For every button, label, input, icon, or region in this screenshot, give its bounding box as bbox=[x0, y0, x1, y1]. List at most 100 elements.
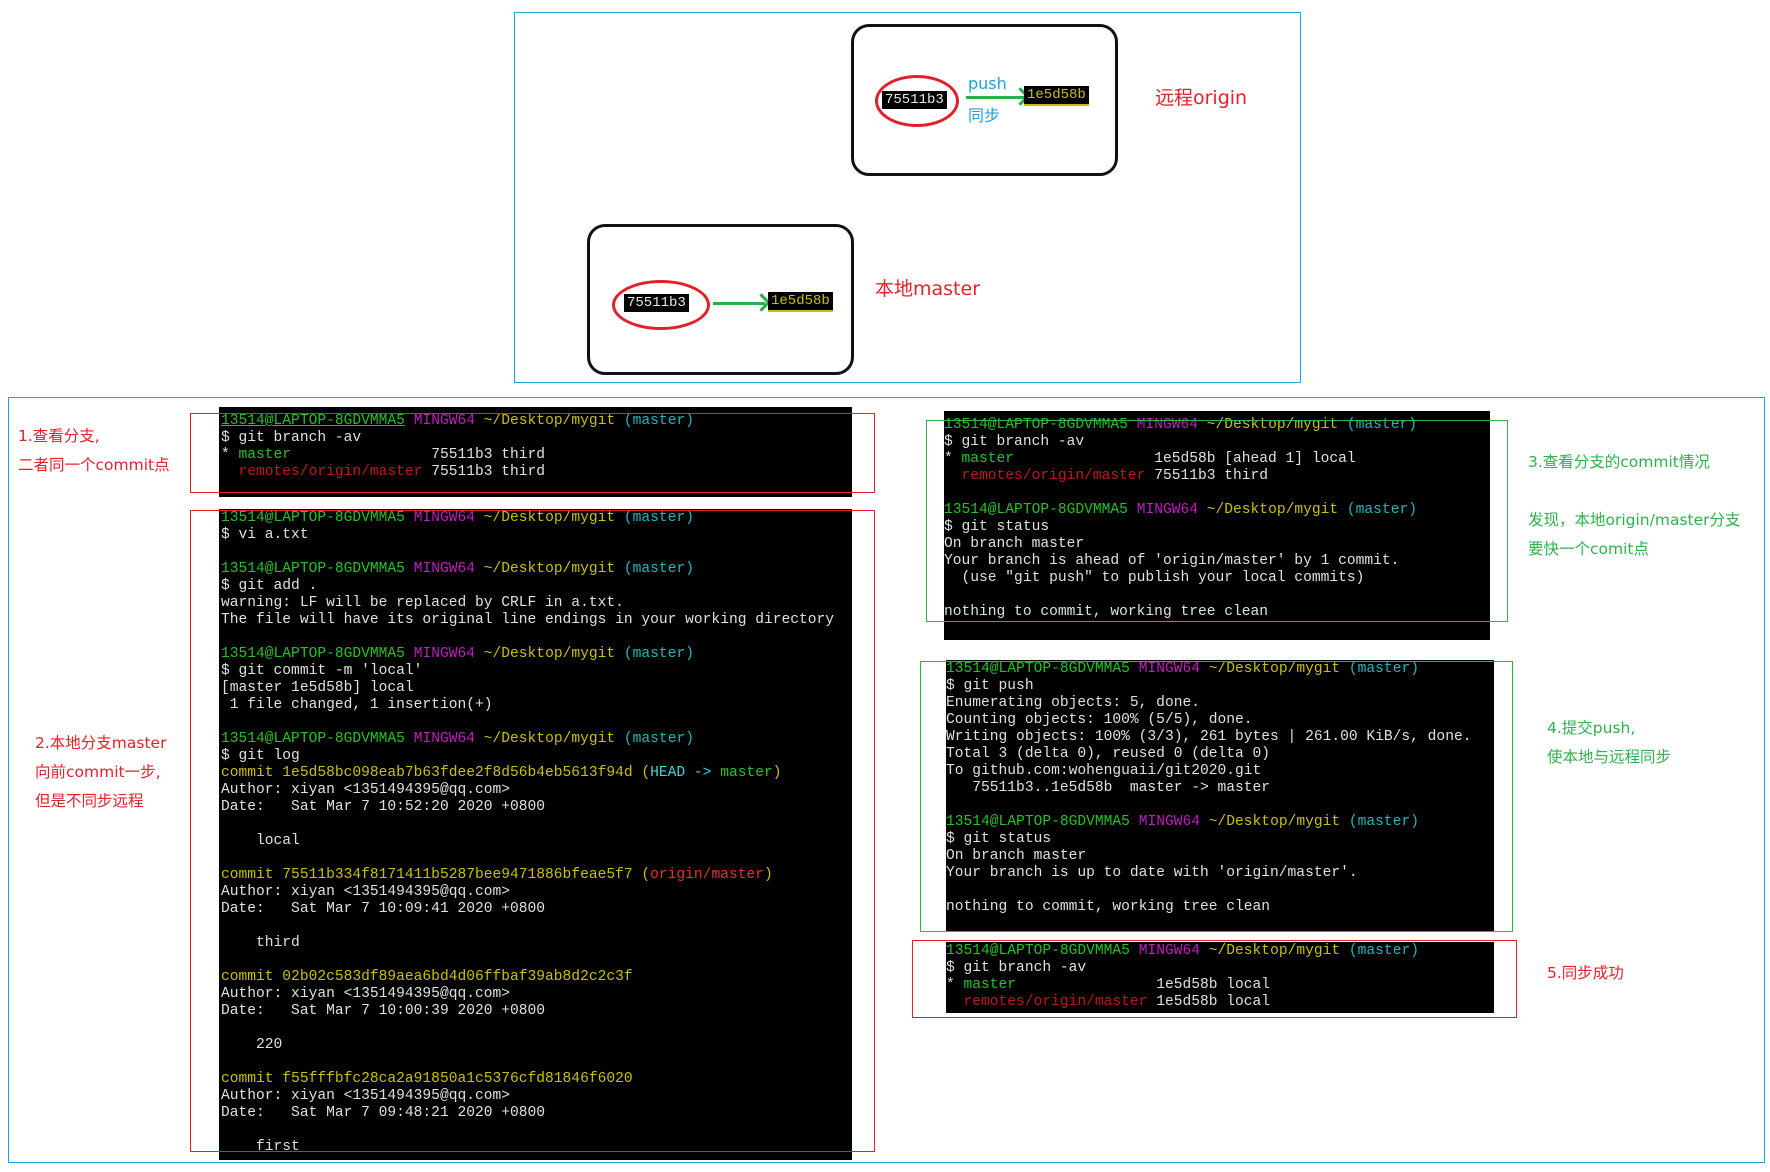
step3-note-line: 3.查看分支的commit情况 bbox=[1528, 453, 1710, 471]
branch-name: master bbox=[963, 977, 1017, 993]
prompt-line: 13514@LAPTOP-8GDVMMA5 MINGW64 ~/Desktop/… bbox=[944, 502, 1490, 519]
log-author-line: Author: xiyan <1351494395@qq.com> bbox=[221, 782, 511, 798]
branch-info: 1e5d58b [ahead 1] local bbox=[1154, 451, 1356, 467]
command-line: $ git commit -m 'local' bbox=[221, 663, 423, 679]
log-commit-line: commit 75511b334f8171411b5287bee9471886b… bbox=[221, 867, 850, 884]
ref-open: ( bbox=[632, 765, 651, 781]
prompt-user: 13514@LAPTOP-8GDVMMA5 bbox=[946, 661, 1130, 677]
log-commit-line: commit 02b02c583df89aea6bd4d06ffbaf39ab8… bbox=[221, 969, 633, 985]
ref-close: ) bbox=[772, 765, 782, 781]
output-line: 1 file changed, 1 insertion(+) bbox=[221, 697, 493, 713]
output-line: The file will have its original line end… bbox=[221, 612, 835, 628]
branch-pad bbox=[1147, 994, 1156, 1010]
prompt-branch: (master) bbox=[1348, 943, 1419, 959]
branch-row: remotes/origin/master 1e5d58b local bbox=[946, 994, 1494, 1011]
step3-note: 3.查看分支的commit情况 发现，本地origin/master分支 要快一… bbox=[1528, 448, 1741, 564]
prompt-path: ~/Desktop/mygit bbox=[483, 731, 616, 747]
blank-line bbox=[944, 485, 1490, 502]
prompt-line: 13514@LAPTOP-8GDVMMA5 MINGW64 ~/Desktop/… bbox=[944, 417, 1490, 434]
output-line: Writing objects: 100% (3/3), 261 bytes |… bbox=[946, 729, 1472, 745]
prompt-branch: (master) bbox=[623, 561, 694, 577]
blank-line bbox=[221, 1054, 850, 1071]
push-label: push bbox=[968, 74, 1007, 93]
prompt-system: MINGW64 bbox=[413, 731, 475, 747]
prompt-path: ~/Desktop/mygit bbox=[483, 413, 616, 429]
branch-star: * bbox=[944, 451, 962, 467]
prompt-branch: (master) bbox=[1346, 417, 1417, 433]
branch-info: 75511b3 third bbox=[1154, 468, 1269, 484]
remote-new-commit-hash: 1e5d58b bbox=[1024, 86, 1089, 106]
prompt-path: ~/Desktop/mygit bbox=[1208, 943, 1341, 959]
prompt-branch: (master) bbox=[623, 510, 694, 526]
local-old-commit-highlight bbox=[612, 280, 710, 330]
ref-name: origin/master bbox=[650, 867, 764, 883]
command-line: $ git log bbox=[221, 748, 300, 764]
ref-name: master bbox=[720, 765, 773, 781]
step5-note: 5.同步成功 bbox=[1547, 959, 1624, 988]
remote-old-commit-highlight bbox=[875, 75, 959, 127]
remote-old-commit-hash: 75511b3 bbox=[882, 91, 947, 109]
sync-label: 同步 bbox=[968, 106, 1001, 125]
branch-pad bbox=[422, 464, 431, 480]
step2-note: 2.本地分支master 向前commit一步, 但是不同步远程 bbox=[35, 729, 166, 816]
prompt-system: MINGW64 bbox=[413, 510, 475, 526]
log-date-line: Date: Sat Mar 7 10:52:20 2020 +0800 bbox=[221, 799, 546, 815]
command-line: $ git branch -av bbox=[944, 434, 1085, 450]
step4-note-line: 使本地与远程同步 bbox=[1547, 748, 1672, 766]
log-date-line: Date: Sat Mar 7 10:09:41 2020 +0800 bbox=[221, 901, 546, 917]
command-line: $ git add . bbox=[221, 578, 318, 594]
prompt-path: ~/Desktop/mygit bbox=[1208, 661, 1341, 677]
branch-pad bbox=[1145, 468, 1154, 484]
blank-line bbox=[221, 918, 850, 935]
steps-frame bbox=[8, 397, 1765, 1163]
local-commit-arrow bbox=[713, 302, 765, 305]
branch-info: 75511b3 third bbox=[431, 447, 546, 463]
branch-info: 75511b3 third bbox=[431, 464, 546, 480]
branch-name: master bbox=[961, 451, 1015, 467]
output-line: On branch master bbox=[946, 848, 1087, 864]
prompt-system: MINGW64 bbox=[413, 413, 475, 429]
log-message-line: first bbox=[221, 1139, 300, 1155]
branch-star: * bbox=[946, 977, 964, 993]
prompt-system: MINGW64 bbox=[1136, 417, 1198, 433]
blank-line bbox=[221, 952, 850, 969]
command-line: $ vi a.txt bbox=[221, 527, 309, 543]
remote-push-arrow bbox=[966, 96, 1024, 99]
log-date-line: Date: Sat Mar 7 10:00:39 2020 +0800 bbox=[221, 1003, 546, 1019]
command-line: $ git status bbox=[946, 831, 1052, 847]
output-line: nothing to commit, working tree clean bbox=[946, 899, 1271, 915]
branch-row: * master 1e5d58b [ahead 1] local bbox=[944, 451, 1490, 468]
step2-note-line: 向前commit一步, bbox=[35, 763, 161, 781]
output-line: Your branch is up to date with 'origin/m… bbox=[946, 865, 1358, 881]
branch-row: * master 75511b3 third bbox=[221, 447, 850, 464]
output-line: To github.com:wohenguaii/git2020.git bbox=[946, 763, 1262, 779]
prompt-line: 13514@LAPTOP-8GDVMMA5 MINGW64 ~/Desktop/… bbox=[221, 731, 850, 748]
command-line: $ git status bbox=[944, 519, 1050, 535]
prompt-user: 13514@LAPTOP-8GDVMMA5 bbox=[221, 561, 405, 577]
output-line: warning: LF will be replaced by CRLF in … bbox=[221, 595, 624, 611]
step1-note: 1.查看分支, 二者同一个commit点 bbox=[18, 422, 170, 480]
command-line: $ git branch -av bbox=[221, 430, 362, 446]
branch-star bbox=[221, 464, 239, 480]
step1-note-line: 1.查看分支, bbox=[18, 427, 100, 445]
terminal-step5: 13514@LAPTOP-8GDVMMA5 MINGW64 ~/Desktop/… bbox=[946, 942, 1494, 1013]
blank-line bbox=[221, 714, 850, 731]
prompt-path: ~/Desktop/mygit bbox=[1206, 502, 1339, 518]
output-line: Enumerating objects: 5, done. bbox=[946, 695, 1200, 711]
commit-hash: commit 1e5d58bc098eab7b63fdee2f8d56b4eb5… bbox=[221, 765, 633, 781]
branch-pad bbox=[1014, 451, 1154, 467]
prompt-path: ~/Desktop/mygit bbox=[483, 510, 616, 526]
log-message-line: third bbox=[221, 935, 300, 951]
branch-name: remotes/origin/master bbox=[961, 468, 1146, 484]
remote-origin-label: 远程origin bbox=[1155, 87, 1248, 109]
terminal-step4: 13514@LAPTOP-8GDVMMA5 MINGW64 ~/Desktop/… bbox=[946, 660, 1494, 932]
output-line: Your branch is ahead of 'origin/master' … bbox=[944, 553, 1400, 569]
step3-note-line: 发现，本地origin/master分支 bbox=[1528, 511, 1741, 529]
prompt-user: 13514@LAPTOP-8GDVMMA5 bbox=[944, 417, 1128, 433]
step5-note-line: 5.同步成功 bbox=[1547, 964, 1624, 982]
local-old-commit-hash: 75511b3 bbox=[624, 294, 689, 312]
branch-row: * master 1e5d58b local bbox=[946, 977, 1494, 994]
step4-note-line: 4.提交push, bbox=[1547, 719, 1636, 737]
local-master-label: 本地master bbox=[875, 278, 981, 300]
prompt-system: MINGW64 bbox=[1138, 943, 1200, 959]
